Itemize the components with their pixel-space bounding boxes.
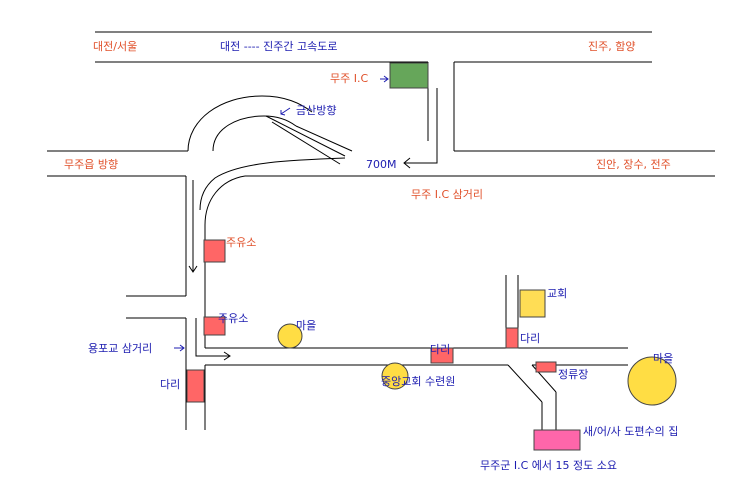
village-2-marker (627, 356, 677, 406)
label-gas-station-1: 주유소 (226, 236, 257, 249)
arrow-ic-down (404, 88, 438, 164)
label-village-2: 마을 (653, 352, 674, 365)
label-retreat: 중앙교회 수련원 (381, 375, 456, 388)
geumsan-loop-outer (187, 95, 313, 152)
destination-marker (533, 429, 581, 451)
retreat-marker (381, 362, 409, 390)
label-mujueup: 무주읍 방향 (64, 158, 119, 171)
bridge-3-marker (505, 327, 519, 349)
label-bus-stop: 정류장 (558, 368, 589, 381)
branch-left (507, 364, 543, 403)
roads (47, 31, 715, 430)
label-bridge-1: 다리 (160, 378, 181, 391)
bridge-1-marker (186, 369, 205, 403)
geumsan-ramp-3 (295, 125, 353, 152)
label-ic-intersection: 무주 I.C 삼거리 (411, 188, 484, 201)
church-marker (519, 289, 546, 318)
label-travel-time: 무주군 I.C 에서 15 정도 소요 (480, 459, 617, 472)
gas-station-1-marker (203, 239, 226, 263)
label-geumsan: 금산방향 (296, 104, 337, 117)
landmarks (186, 62, 677, 451)
label-daejeon-seoul: 대전/서울 (93, 40, 138, 53)
bridge-2-marker (430, 347, 454, 364)
label-jinju-hamyang: 진주, 함양 (588, 40, 636, 53)
label-expressway: 대전 ---- 진주간 고속도로 (220, 40, 338, 53)
arrow-vertical-down-head (188, 265, 198, 273)
label-village-1: 마을 (296, 319, 317, 332)
geumsan-loop-inner (212, 115, 297, 152)
label-bridge-3: 다리 (520, 332, 541, 345)
bus-stop-marker (535, 361, 557, 373)
curve-upper (199, 157, 346, 211)
gas-station-2-marker (203, 316, 226, 336)
geumsan-pointer-icon (280, 107, 291, 116)
label-yongpogyo: 용포교 삼거리 (88, 342, 153, 355)
label-gas-station-2: 주유소 (218, 312, 249, 325)
arrow-ic-down-head (403, 157, 411, 169)
label-church: 교회 (547, 287, 568, 300)
muju-ic-pointer-icon (380, 75, 389, 83)
yongpogyo-pointer-icon (174, 344, 185, 352)
arrow-turn-right-head (223, 351, 231, 361)
route-arrows (188, 88, 438, 361)
label-distance: 700M (366, 158, 397, 171)
village-1-marker (277, 323, 303, 349)
label-muju-ic: 무주 I.C (330, 72, 369, 85)
label-jinan: 진안, 장수, 전주 (596, 158, 671, 171)
curve-to-vertical (204, 175, 246, 226)
label-destination: 새/어/사 도편수의 집 (583, 425, 679, 438)
geumsan-ramp-2 (271, 121, 341, 165)
arrow-turn-right (195, 318, 230, 357)
geumsan-ramp-1 (265, 115, 346, 157)
muju-ic-marker (389, 62, 429, 89)
label-bridge-2: 다리 (430, 343, 451, 356)
